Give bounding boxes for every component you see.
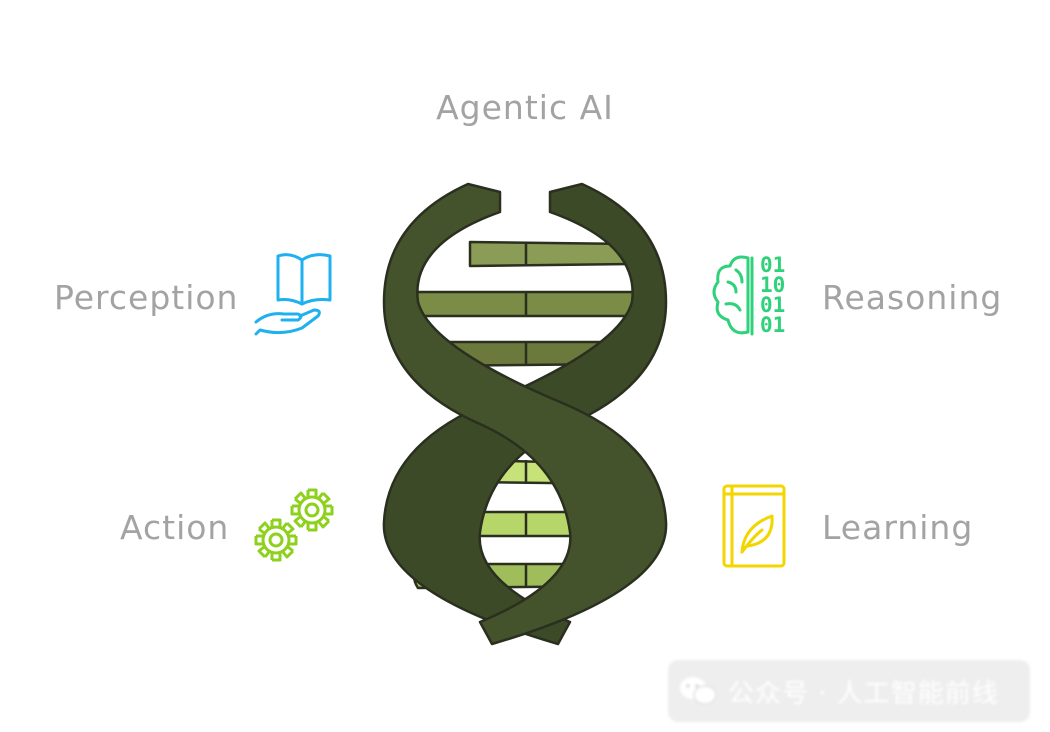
- watermark: 公众号 · 人工智能前线: [668, 660, 1030, 722]
- gears-icon: [254, 488, 334, 562]
- book-in-hand-icon: [254, 253, 332, 336]
- watermark-text: 公众号 · 人工智能前线: [728, 678, 999, 709]
- binary-row: 10: [760, 273, 785, 297]
- diagram-title: Agentic AI: [436, 88, 614, 127]
- leaf-book-icon: [722, 484, 786, 568]
- binary-row: 01: [760, 253, 785, 277]
- wechat-icon: [680, 677, 717, 705]
- helix-strand-front: [382, 182, 668, 646]
- node-label-action: Action: [120, 508, 230, 547]
- binary-row: 01: [760, 293, 785, 317]
- node-label-perception: Perception: [54, 278, 239, 317]
- brain-binary-icon: 01 10 01 01: [712, 253, 785, 337]
- binary-row: 01: [760, 313, 785, 337]
- node-label-reasoning: Reasoning: [822, 278, 1003, 317]
- node-label-learning: Learning: [822, 508, 974, 547]
- dna-helix-icon: [382, 182, 668, 646]
